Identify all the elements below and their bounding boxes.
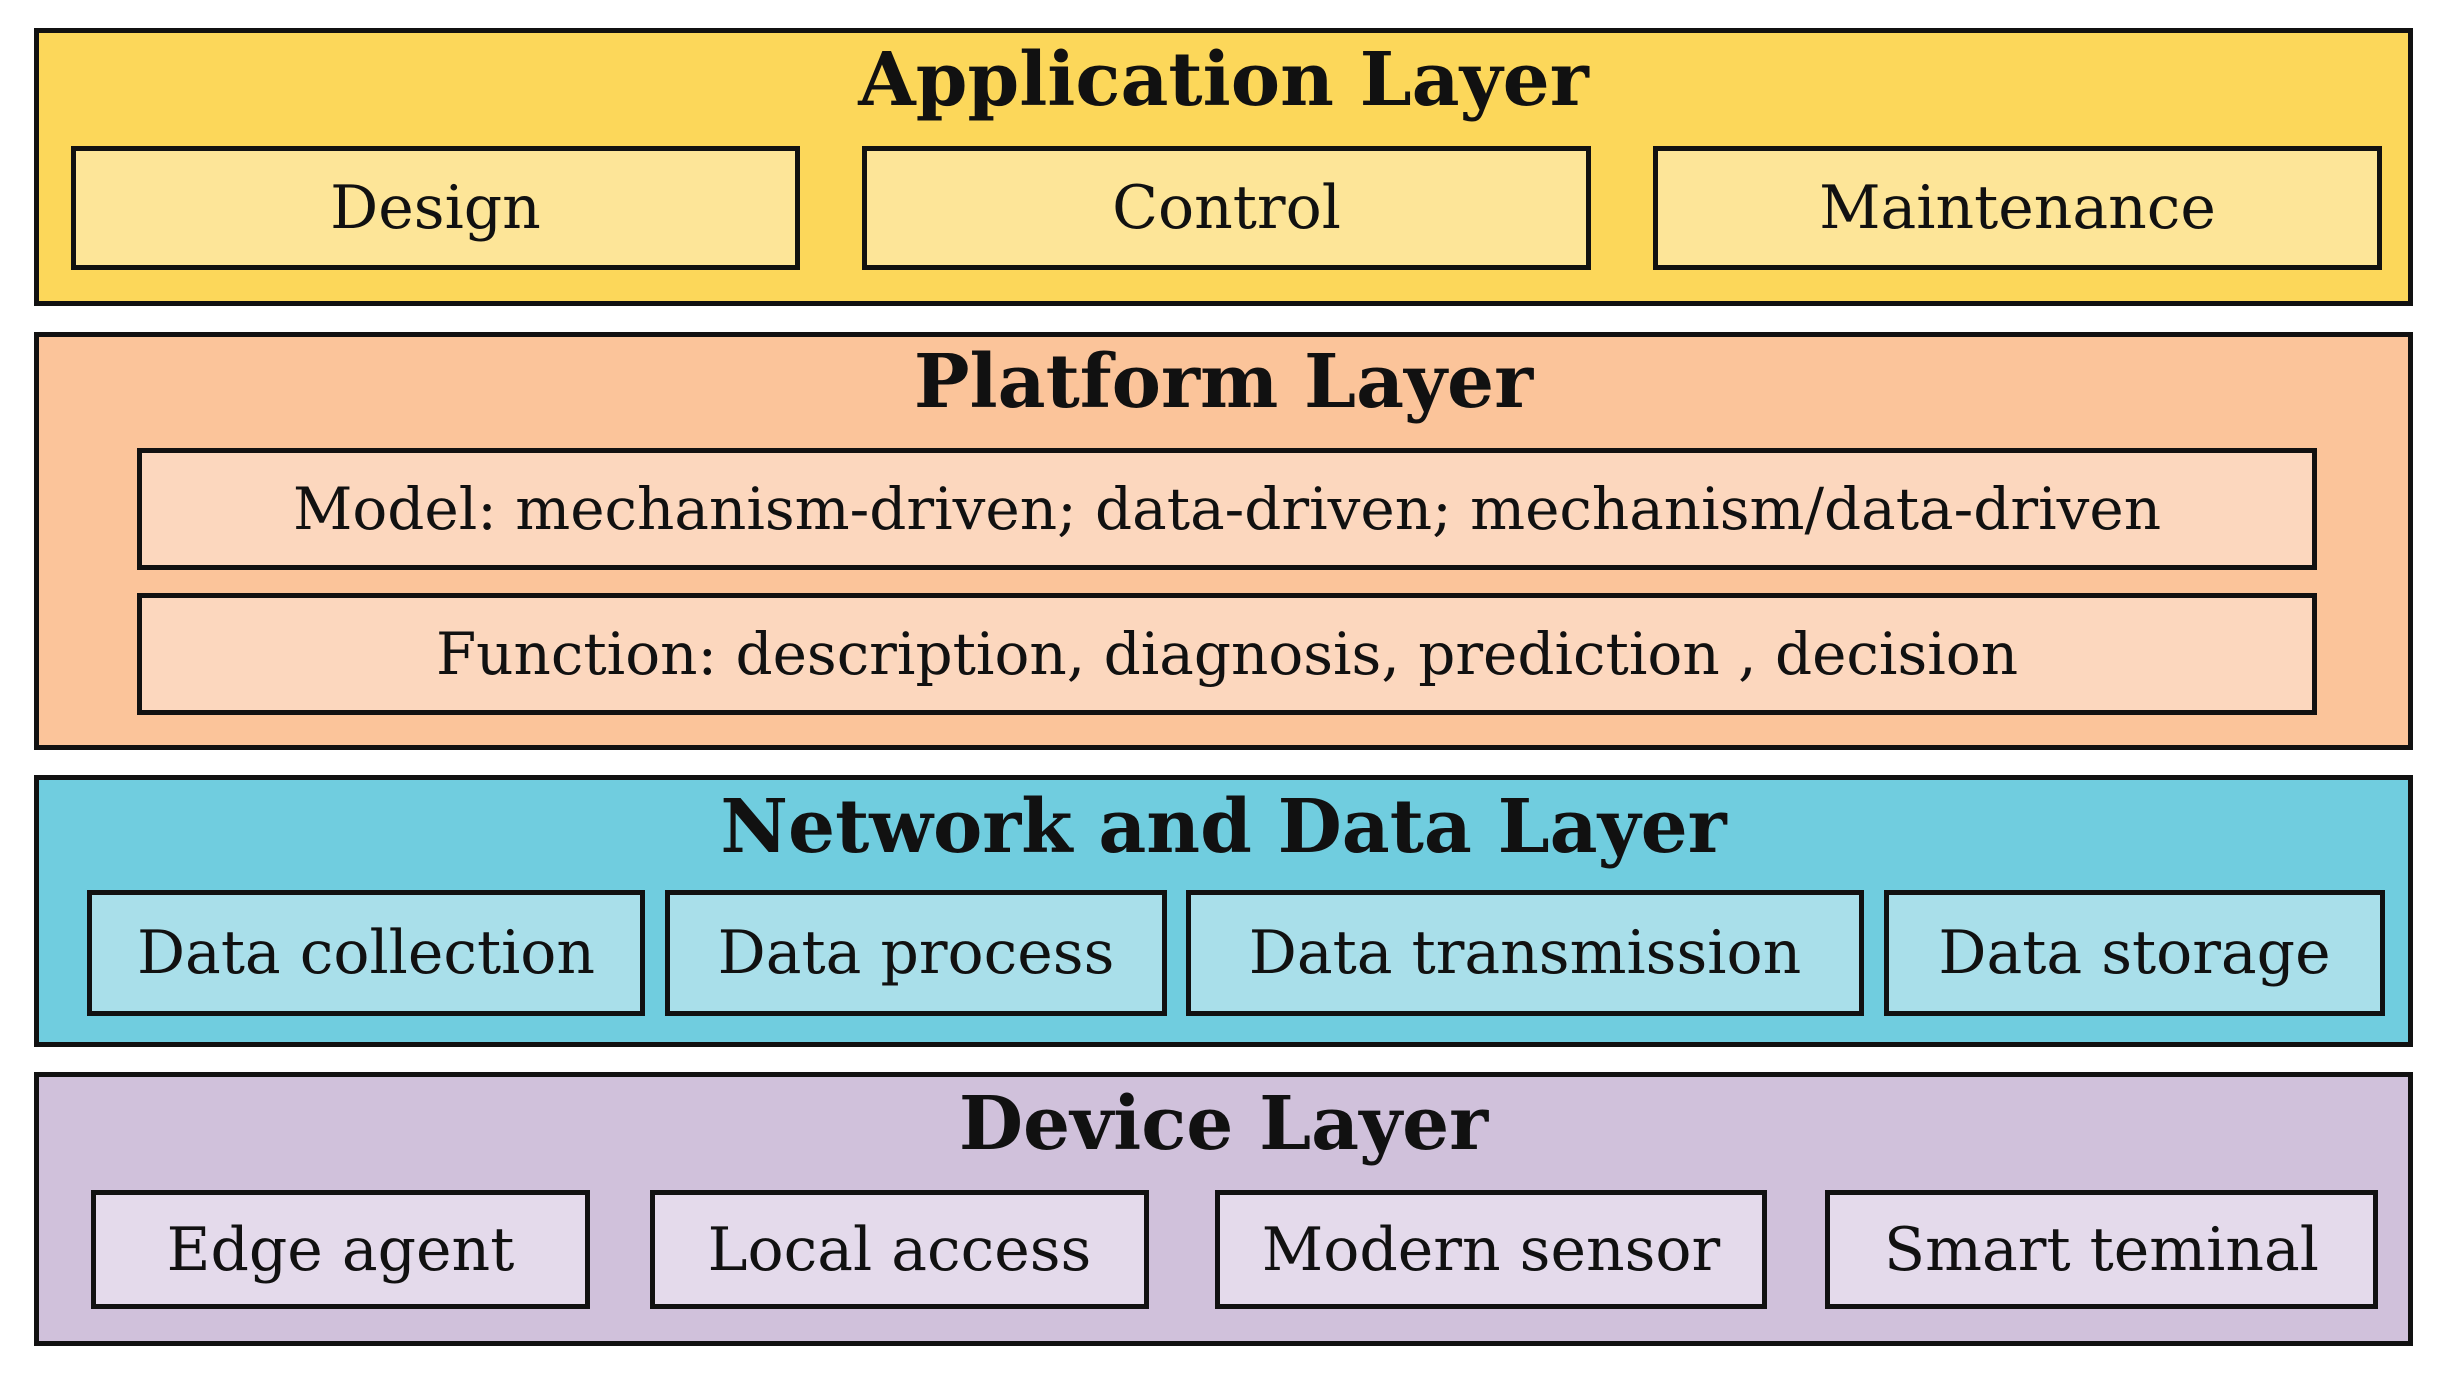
application-layer: Application Layer Design Control Mainten… (34, 28, 2413, 306)
application-item-maintenance: Maintenance (1653, 146, 2382, 270)
device-item-modern-sensor: Modern sensor (1215, 1190, 1767, 1309)
device-item-local-access: Local access (650, 1190, 1149, 1309)
platform-layer-title: Platform Layer (913, 339, 1534, 425)
network-item-data-transmission: Data transmission (1186, 890, 1864, 1016)
device-item-edge-agent: Edge agent (91, 1190, 590, 1309)
device-item-smart-terminal: Smart teminal (1825, 1190, 2378, 1309)
network-item-data-process: Data process (665, 890, 1167, 1016)
application-item-design: Design (71, 146, 800, 270)
device-layer: Device Layer Edge agent Local access Mod… (34, 1072, 2413, 1346)
platform-item-function: Function: description, diagnosis, predic… (137, 593, 2317, 715)
network-and-data-layer: Network and Data Layer Data collection D… (34, 775, 2413, 1047)
device-layer-title: Device Layer (958, 1081, 1489, 1167)
network-item-data-storage: Data storage (1884, 890, 2385, 1016)
network-item-data-collection: Data collection (87, 890, 645, 1016)
platform-item-model: Model: mechanism-driven; data-driven; me… (137, 448, 2317, 570)
platform-layer: Platform Layer Model: mechanism-driven; … (34, 332, 2413, 750)
application-layer-title: Application Layer (858, 37, 1589, 123)
network-layer-title: Network and Data Layer (720, 784, 1727, 870)
application-item-control: Control (862, 146, 1591, 270)
